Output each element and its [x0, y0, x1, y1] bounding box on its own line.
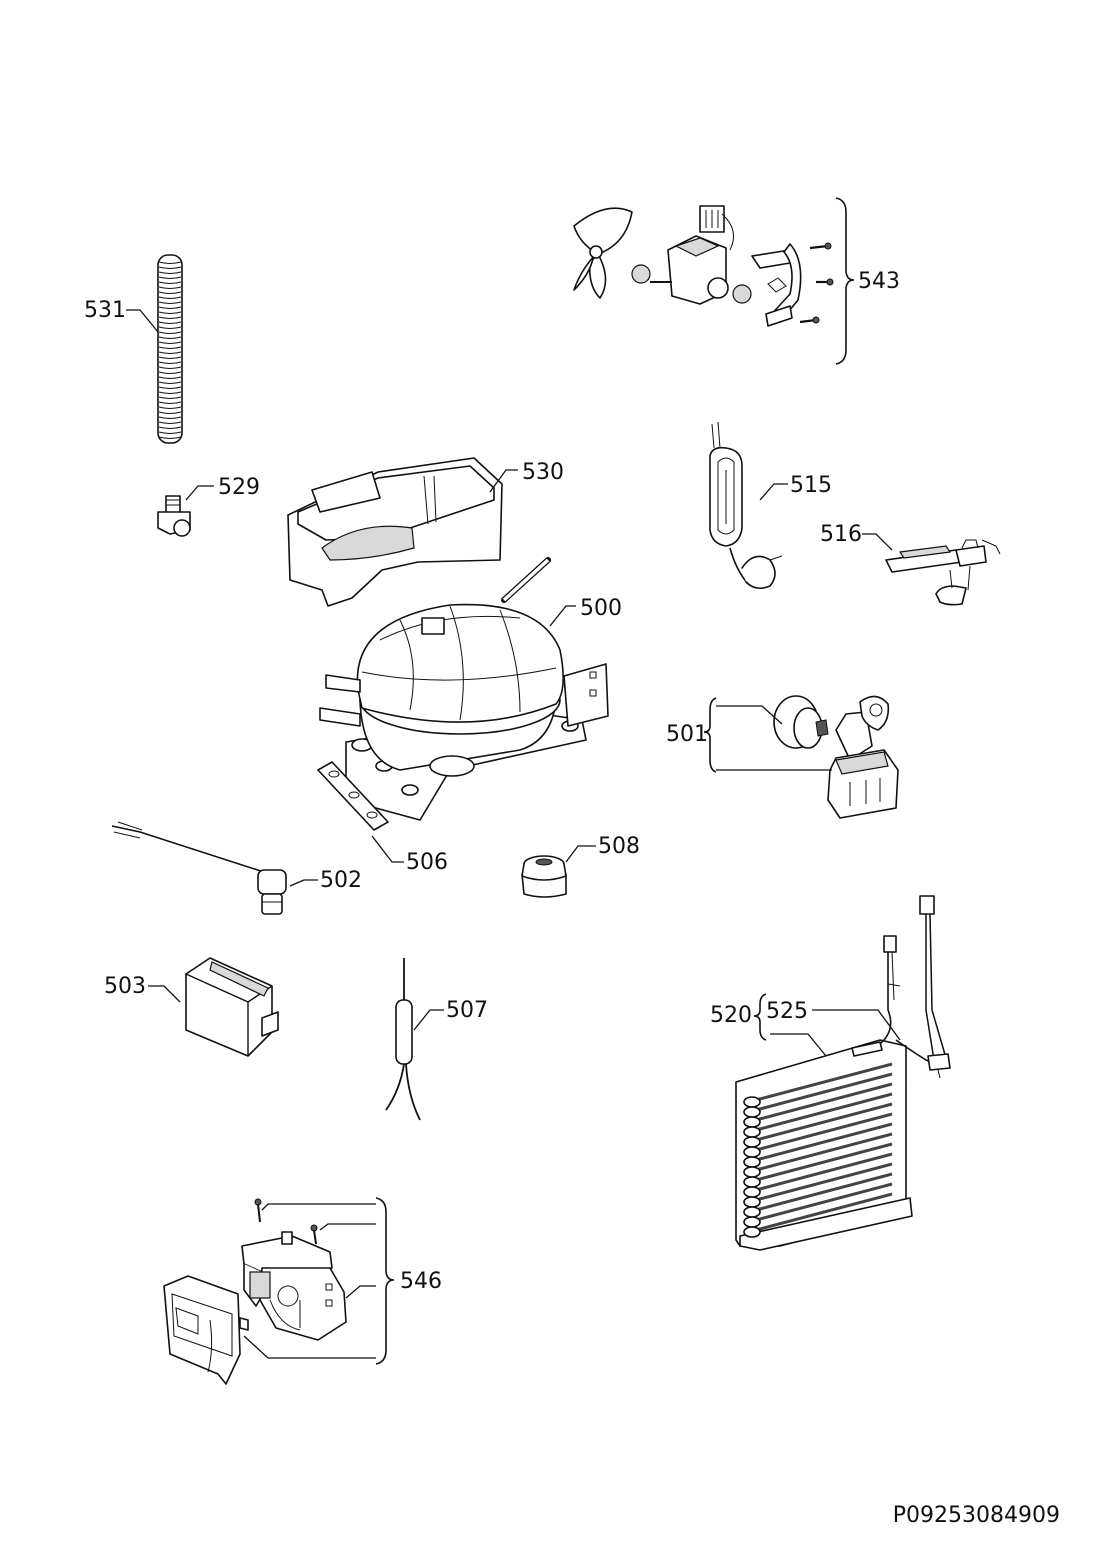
part-525-wiring-harness[interactable] — [919, 895, 951, 1079]
callout-501: 501 — [666, 697, 832, 773]
callout-546-label: 546 — [400, 1269, 442, 1294]
part-530-drip-tray[interactable] — [287, 457, 503, 607]
part-508-rubber-bushing[interactable] — [521, 855, 567, 898]
callout-501-label: 501 — [666, 722, 708, 747]
part-501-start-relay-kit[interactable] — [773, 695, 899, 819]
part-516-sensor-holder[interactable] — [885, 539, 1001, 606]
callout-543: 543 — [835, 197, 900, 365]
part-531-drain-hose[interactable] — [157, 254, 183, 444]
callout-506: 506 — [371, 835, 448, 875]
part-515-heater[interactable] — [709, 421, 783, 590]
callout-531-label: 531 — [84, 298, 126, 323]
callout-507: 507 — [413, 998, 488, 1031]
part-520-condenser[interactable] — [735, 935, 941, 1251]
callout-502: 502 — [289, 868, 362, 893]
callout-503-label: 503 — [104, 974, 146, 999]
part-503-relay-cover[interactable] — [185, 957, 279, 1057]
drawing-code: P09253084909 — [893, 1503, 1060, 1528]
callout-543-label: 543 — [858, 269, 900, 294]
callout-515-label: 515 — [790, 473, 832, 498]
callout-520-525: 520 525 — [710, 993, 901, 1057]
callout-530-label: 530 — [522, 460, 564, 485]
callout-500: 500 — [549, 596, 622, 627]
callout-529: 529 — [185, 475, 260, 501]
callout-502-label: 502 — [320, 868, 362, 893]
callout-520-label: 520 — [710, 1003, 752, 1028]
part-500-compressor[interactable] — [319, 557, 609, 821]
part-543-fan-motor-assembly[interactable] — [573, 205, 834, 327]
callout-516-label: 516 — [820, 522, 862, 547]
callout-503: 503 — [104, 974, 181, 1003]
callout-531: 531 — [84, 298, 159, 333]
callout-516: 516 — [820, 522, 893, 551]
callout-507-label: 507 — [446, 998, 488, 1023]
callout-546: 546 — [243, 1197, 442, 1365]
callout-530: 530 — [489, 460, 564, 493]
callout-500-label: 500 — [580, 596, 622, 621]
callout-525-label: 525 — [766, 999, 808, 1024]
part-529-clip[interactable] — [157, 495, 191, 537]
part-502-overload-protector[interactable] — [111, 821, 287, 915]
callout-506-label: 506 — [406, 850, 448, 875]
part-507-filter-dryer[interactable] — [385, 958, 421, 1121]
callout-508-label: 508 — [598, 834, 640, 859]
callout-508: 508 — [565, 834, 640, 863]
callout-515: 515 — [759, 473, 832, 501]
part-506-rubber-plate[interactable] — [317, 761, 389, 831]
callout-529-label: 529 — [218, 475, 260, 500]
part-546-control-module[interactable] — [163, 1198, 347, 1385]
